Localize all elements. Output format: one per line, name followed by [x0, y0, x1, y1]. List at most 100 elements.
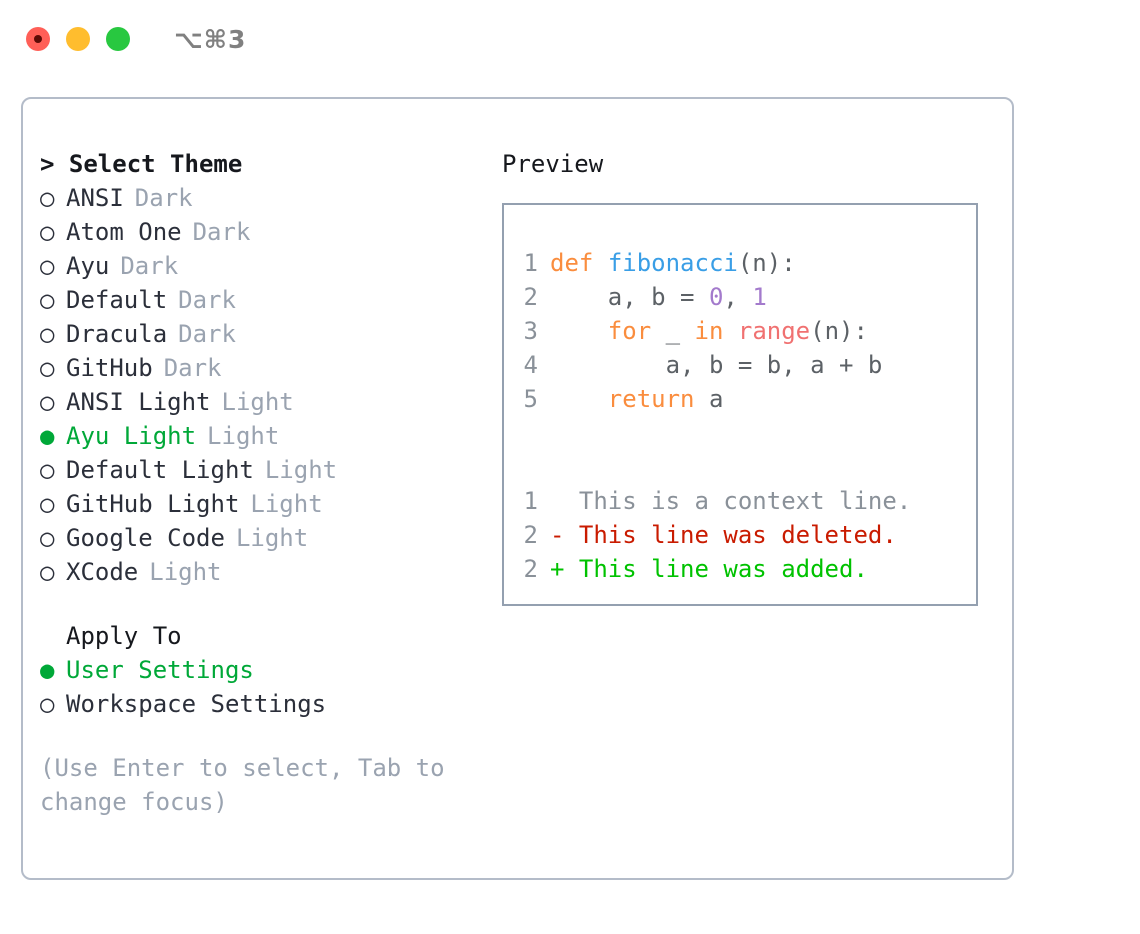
diff-marker: - — [550, 521, 565, 549]
code-token: for — [607, 317, 652, 345]
spacer — [40, 589, 490, 619]
code-line-text: a, b = b, a + b — [550, 348, 883, 382]
theme-option-label: Google Code — [66, 524, 225, 552]
line-number: 5 — [523, 385, 538, 413]
theme-variant-tag: Light — [250, 490, 323, 518]
code-token: in — [694, 317, 724, 345]
radio-unselected-icon: ○ — [40, 490, 55, 518]
apply-to-option-workspace-settings[interactable]: ○Workspace Settings — [40, 687, 490, 721]
code-line: 3 for _ in range(n): — [504, 314, 976, 348]
line-number: 1 — [523, 249, 538, 277]
diff-marker: + — [550, 555, 565, 583]
theme-variant-tag: Light — [207, 422, 280, 450]
theme-variant-tag: Dark — [134, 184, 193, 212]
diff-line: 1 This is a context line. — [504, 484, 976, 518]
radio-unselected-icon: ○ — [40, 184, 55, 212]
code-token: range — [737, 317, 811, 345]
title-bar: ⌥⌘3 — [0, 0, 1140, 78]
theme-option-label: Dracula — [66, 320, 168, 348]
theme-list-header: > Select Theme — [40, 150, 243, 178]
apply-to-option-label: User Settings — [66, 656, 254, 684]
apply-to-list[interactable]: ● User Settings ○Workspace Settings — [40, 653, 490, 721]
theme-variant-tag: Light — [221, 388, 294, 416]
code-line-text: return a — [550, 382, 724, 416]
radio-unselected-icon: ○ — [40, 320, 55, 348]
code-token: a — [694, 385, 724, 413]
radio-unselected-icon: ○ — [40, 388, 55, 416]
radio-selected-icon: ● — [40, 422, 55, 450]
diff-line-text: This is a context line. — [564, 487, 912, 515]
code-line: 5 return a — [504, 382, 976, 416]
radio-unselected-icon: ○ — [40, 558, 55, 586]
theme-variant-tag: Light — [264, 456, 338, 484]
traffic-lights — [26, 27, 130, 51]
spacer — [504, 416, 976, 450]
code-token: def — [550, 249, 594, 277]
theme-option-label: ANSI — [66, 184, 124, 212]
theme-option-label: ANSI Light — [66, 388, 211, 416]
theme-option-github[interactable]: ○ GitHub Dark — [40, 351, 490, 385]
theme-option-label: XCode — [66, 558, 139, 586]
diff-line: 2- This line was deleted. — [504, 518, 976, 552]
keyboard-hint-text: (Use Enter to select, Tab to change focu… — [40, 754, 445, 816]
diff-line-text: This line was added. — [564, 555, 868, 583]
line-number: 1 — [523, 487, 538, 515]
code-token: 1 — [752, 283, 767, 311]
diff-line: 2 + This line was added. — [504, 552, 976, 586]
theme-option-xcode[interactable]: ○ XCode Light — [40, 555, 490, 589]
theme-option-label: Default — [66, 286, 168, 314]
theme-variant-tag: Dark — [163, 354, 222, 382]
theme-option-label: Ayu Light — [66, 422, 197, 450]
line-number: 2 — [523, 555, 538, 583]
radio-unselected-icon: ○ — [40, 218, 55, 246]
line-number: 2 — [523, 283, 538, 311]
code-line: 4 a, b = b, a + b — [504, 348, 976, 382]
theme-variant-tag: Dark — [192, 218, 251, 246]
code-token: a, b = b, a + b — [550, 351, 883, 379]
theme-option-label: Ayu — [66, 252, 110, 280]
code-token: (n): — [810, 317, 868, 345]
diff-sample: 1 This is a context line.2- This line wa… — [504, 484, 976, 586]
code-token: return — [607, 385, 695, 413]
radio-selected-icon: ● — [40, 656, 55, 684]
maximize-button-icon[interactable] — [106, 27, 130, 51]
code-token: , — [723, 283, 753, 311]
radio-unselected-icon: ○ — [40, 354, 55, 382]
code-line-text: a, b = 0, 1 — [550, 280, 767, 314]
code-line: 1 def fibonacci(n): — [504, 246, 976, 280]
line-number: 3 — [523, 317, 538, 345]
radio-unselected-icon: ○ — [40, 252, 55, 280]
code-line-text: for _ in range(n): — [550, 314, 868, 348]
radio-unselected-icon: ○ — [40, 286, 55, 314]
keyboard-shortcut-label: ⌥⌘3 — [174, 24, 247, 54]
code-token — [593, 249, 607, 277]
apply-to-option-user-settings[interactable]: ● User Settings — [40, 653, 490, 687]
code-token: _ — [651, 317, 695, 345]
theme-option-ansi[interactable]: ○ ANSI Dark — [40, 181, 490, 215]
code-line-text: def fibonacci(n): — [550, 246, 796, 280]
theme-variant-tag: Light — [149, 558, 222, 586]
code-token: fibonacci — [607, 249, 738, 277]
theme-option-ayu-light[interactable]: ● Ayu Light Light — [40, 419, 490, 453]
line-number: 4 — [523, 351, 538, 379]
theme-option-ansi-light[interactable]: ○ ANSI Light Light — [40, 385, 490, 419]
code-token — [550, 385, 608, 413]
close-button-icon[interactable] — [26, 27, 50, 51]
theme-option-label: GitHub — [66, 354, 153, 382]
minimize-button-icon[interactable] — [66, 27, 90, 51]
diff-line-text: This line was deleted. — [564, 521, 897, 549]
code-token — [723, 317, 737, 345]
